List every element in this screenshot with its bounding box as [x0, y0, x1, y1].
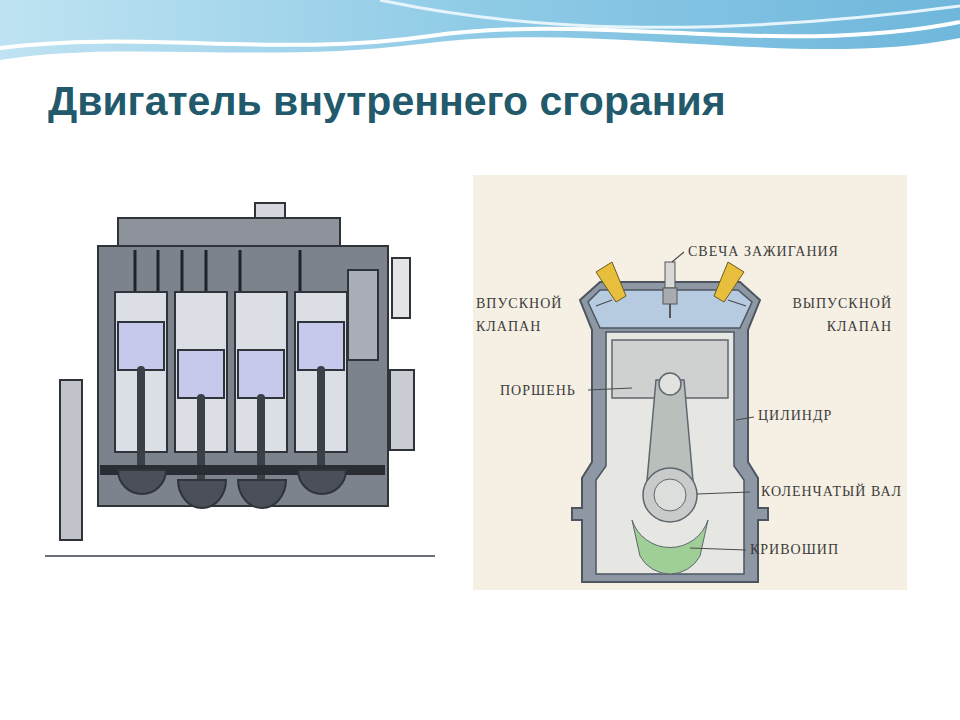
part-label: ВПУСКНОЙ КЛАПАН [476, 292, 594, 338]
part-label: СВЕЧА ЗАЖИГАНИЯ [688, 240, 898, 263]
part-label: ВЫПУСКНОЙ КЛАПАН [752, 292, 892, 338]
part-label: КРИВОШИП [750, 538, 880, 561]
leader-line [588, 252, 754, 550]
wave-line [0, 22, 960, 48]
wave-line [380, 0, 960, 27]
part-label: ПОРШЕНЬ [500, 379, 586, 402]
engine-cutaway [45, 178, 435, 556]
slide-title: Двигатель внутреннего сгорания [48, 78, 726, 125]
part-label: ЦИЛИНДР [758, 404, 858, 427]
cylinder-scheme [473, 175, 907, 590]
part-label: КОЛЕНЧАТЫЙ ВАЛ [752, 480, 902, 503]
wave-band [0, 0, 960, 60]
housing [572, 282, 768, 582]
